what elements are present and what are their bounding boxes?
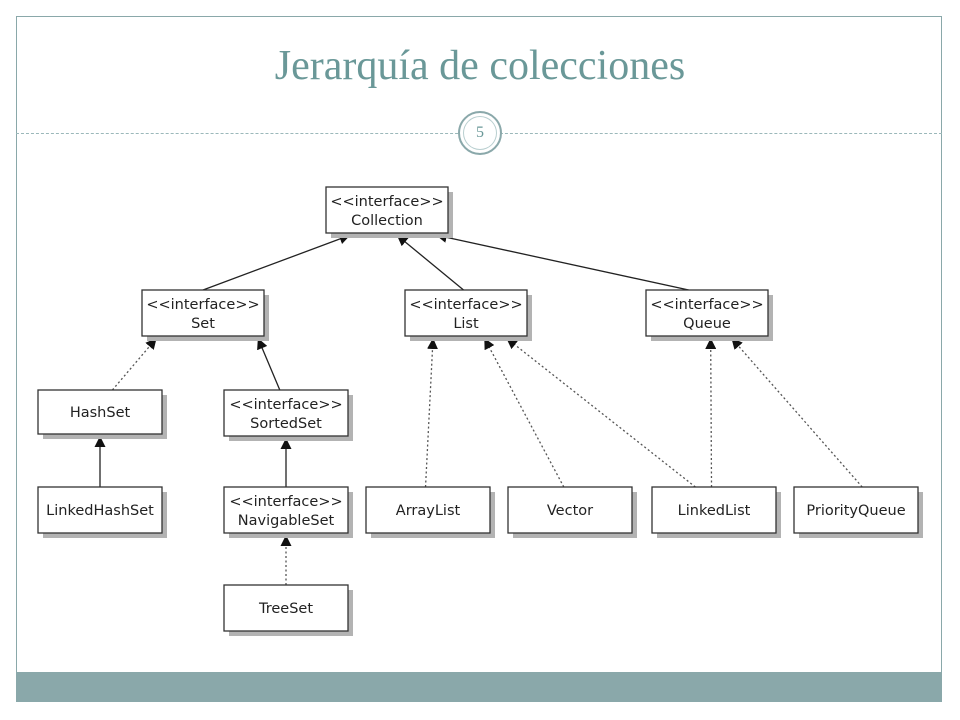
edge-list-to-collection (396, 234, 464, 291)
node-box (325, 186, 449, 234)
node-box (365, 486, 491, 534)
node-box (404, 289, 528, 337)
slide-title: Jerarquía de colecciones (274, 43, 686, 89)
node-set: <<interface>> Set (141, 289, 269, 341)
node-label: LinkedList (678, 503, 751, 519)
edge-hashset-to-set (111, 337, 158, 391)
node-label: HashSet (70, 405, 131, 421)
nodes-layer: <<interface>>Collection<<interface>>Set<… (37, 186, 923, 636)
footer-bar (16, 672, 942, 702)
node-priorityqueue: PriorityQueue (793, 486, 923, 538)
edge-sortedset-to-set (257, 337, 281, 391)
node-box (645, 289, 769, 337)
node-label: PriorityQueue (806, 503, 905, 519)
page-number-badge: 5 (458, 111, 502, 155)
node-box (651, 486, 777, 534)
node-box (223, 486, 349, 534)
node-treeset: TreeSet (223, 584, 353, 636)
node-label: SortedSet (250, 416, 322, 432)
node-box (223, 389, 349, 437)
edge-linkedlist-to-list (505, 337, 696, 488)
node-stereotype: <<interface>> (229, 494, 342, 510)
node-label: List (453, 316, 479, 332)
edge-vector-to-list (483, 337, 565, 488)
node-vector: Vector (507, 486, 637, 538)
node-collection: <<interface>> Collection (325, 186, 453, 238)
node-box (37, 389, 163, 435)
edge-queue-to-collection (435, 231, 689, 291)
node-label: LinkedHashSet (46, 503, 154, 519)
node-linkedhashset: LinkedHashSet (37, 486, 167, 538)
node-stereotype: <<interface>> (330, 194, 443, 210)
node-box (223, 584, 349, 632)
edge-linkedlist-to-queue (705, 337, 717, 488)
node-box (141, 289, 265, 337)
node-sortedset: <<interface>> SortedSet (223, 389, 353, 441)
node-label: Queue (683, 316, 731, 332)
edge-arraylist-to-list (424, 337, 438, 488)
node-stereotype: <<interface>> (229, 397, 342, 413)
node-navigableset: <<interface>> NavigableSet (223, 486, 353, 538)
node-queue: <<interface>> Queue (645, 289, 773, 341)
node-stereotype: <<interface>> (650, 297, 763, 313)
edge-priorityqueue-to-queue (730, 337, 863, 488)
node-stereotype: <<interface>> (146, 297, 259, 313)
node-label: Collection (351, 213, 423, 229)
node-label: NavigableSet (238, 513, 335, 529)
node-list: <<interface>> List (404, 289, 532, 341)
node-linkedlist: LinkedList (651, 486, 781, 538)
node-box (793, 486, 919, 534)
node-label: Vector (547, 503, 593, 519)
node-hashset: HashSet (37, 389, 167, 439)
node-stereotype: <<interface>> (409, 297, 522, 313)
edges-layer (94, 231, 863, 585)
node-box (37, 486, 163, 534)
node-label: TreeSet (258, 601, 313, 617)
node-label: ArrayList (396, 503, 461, 519)
node-arraylist: ArrayList (365, 486, 495, 538)
node-label: Set (191, 316, 215, 332)
node-box (507, 486, 633, 534)
edge-set-to-collection (202, 233, 351, 291)
